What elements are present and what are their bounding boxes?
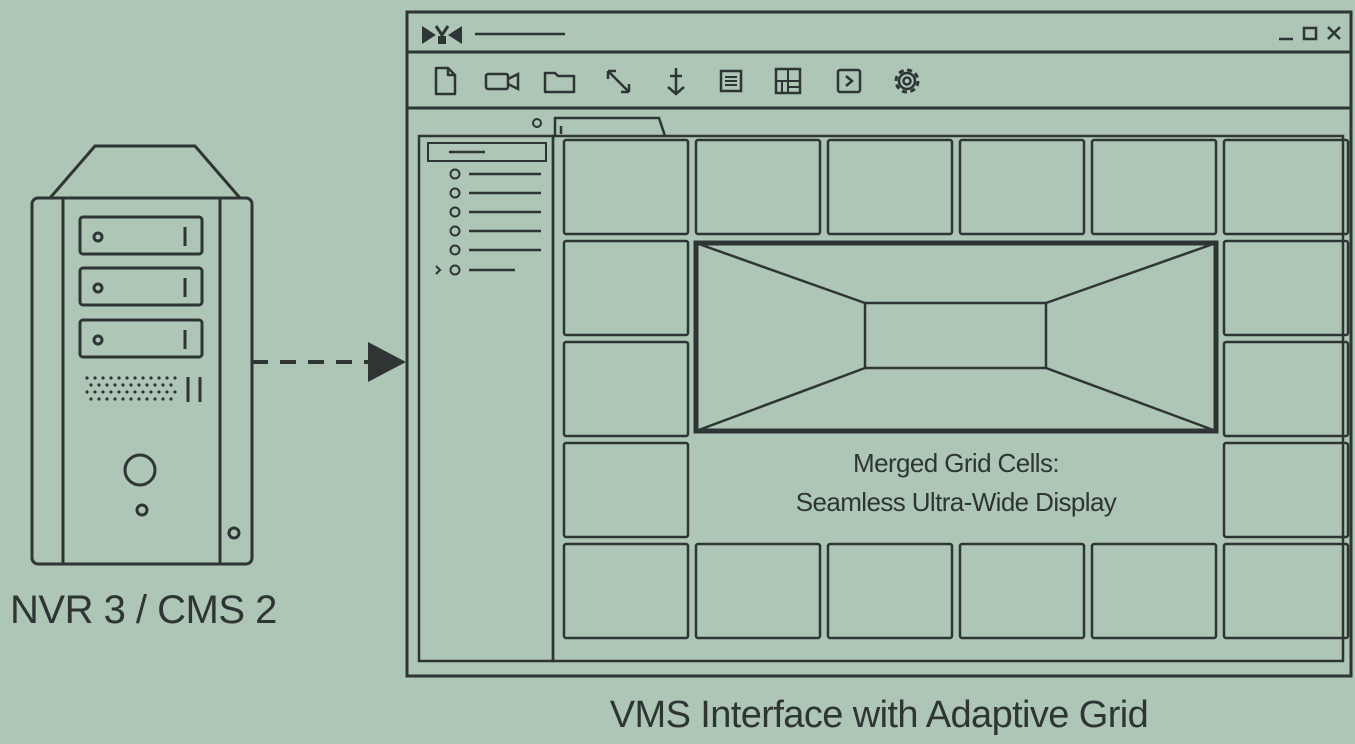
minimize-icon[interactable] — [1277, 24, 1295, 42]
server-caption: NVR 3 / CMS 2 — [10, 588, 277, 632]
workspace-frame — [417, 116, 1345, 663]
vms-window: Merged Grid Cells: Seamless Ultra-Wide D… — [405, 10, 1353, 678]
video-grid — [562, 138, 1350, 640]
merged-ultrawide-cell — [693, 240, 1219, 434]
maximize-icon[interactable] — [1301, 24, 1319, 42]
merged-caption-line2: Seamless Ultra-Wide Display — [795, 487, 1117, 517]
vms-window-frame — [405, 10, 1353, 678]
export-icon[interactable] — [833, 65, 865, 97]
anchor-icon[interactable] — [662, 65, 690, 97]
ptz-arrows-icon[interactable] — [603, 65, 635, 97]
folder-icon[interactable] — [542, 65, 578, 97]
sidebar-selected-item[interactable] — [427, 142, 547, 162]
grid-layout-icon[interactable] — [772, 65, 804, 97]
figure-caption: VMS Interface with Adaptive Grid — [609, 694, 1149, 736]
camera-icon[interactable] — [483, 65, 523, 97]
chevron-right-icon — [435, 265, 442, 275]
gear-icon[interactable] — [890, 64, 924, 98]
close-icon[interactable] — [1325, 24, 1343, 42]
layers-icon[interactable] — [715, 65, 747, 97]
camera-tree — [435, 168, 541, 276]
dashed-arrow-icon — [252, 342, 406, 382]
sidebar — [419, 136, 553, 661]
toolbar — [425, 62, 945, 100]
connection-arrow — [248, 340, 408, 384]
file-icon[interactable] — [430, 65, 460, 97]
merged-caption-line1: Merged Grid Cells: — [853, 448, 1060, 478]
server-tower-icon — [30, 144, 254, 566]
nvr-server — [25, 140, 260, 575]
vms-logo-icon — [420, 22, 464, 48]
